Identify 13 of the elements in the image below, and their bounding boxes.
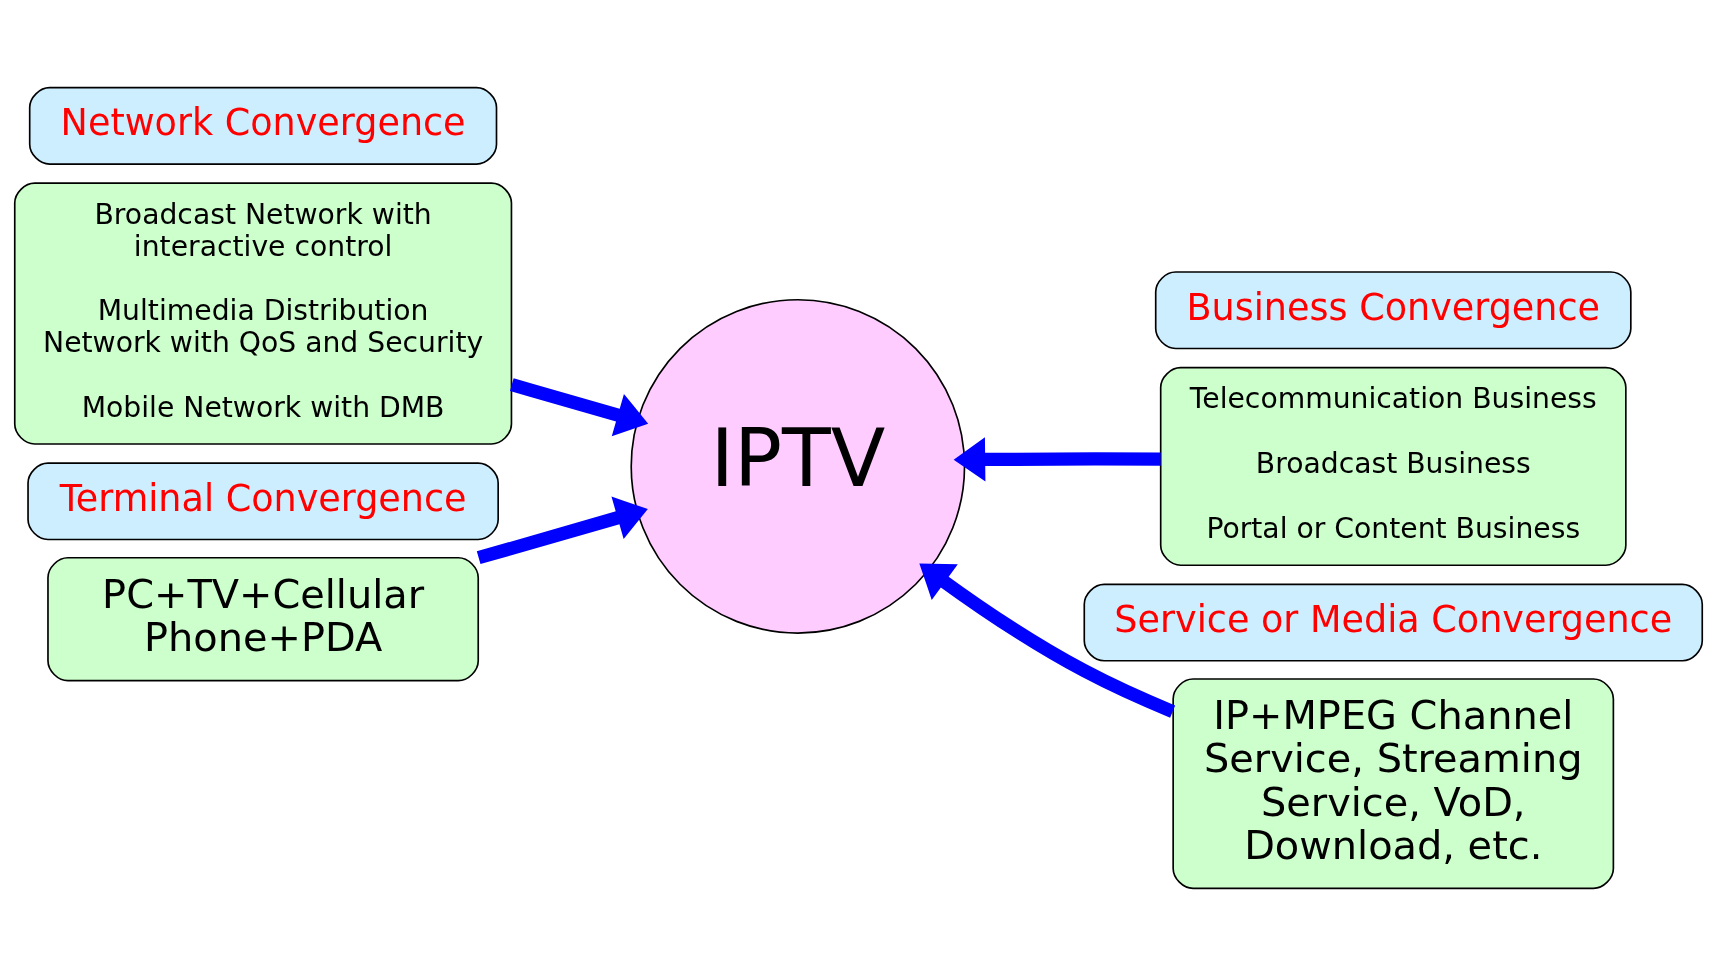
arrow	[919, 563, 1176, 718]
arrow	[953, 436, 1161, 481]
arrow	[476, 496, 648, 564]
node-box: IP+MPEG Channel Service, Streaming Service, VoD, Download, etc.	[1172, 677, 1615, 889]
node-box: Terminal Convergence	[27, 461, 499, 540]
arrow	[509, 377, 649, 436]
node-box: Network Convergence	[28, 86, 498, 165]
node-box: Broadcast Network with interactive control Multimedia Distribution Network with QoS and Security Mobile Network with DMB	[13, 181, 513, 445]
node-box: Business Convergence	[1154, 270, 1632, 349]
node-circle: IPTV	[630, 298, 966, 634]
node-box: Service or Media Convergence	[1083, 583, 1704, 662]
node-box: PC+TV+Cellular Phone+PDA	[47, 556, 480, 682]
node-box: Telecommunication Business Broadcast Business Portal or Content Business	[1159, 366, 1627, 566]
